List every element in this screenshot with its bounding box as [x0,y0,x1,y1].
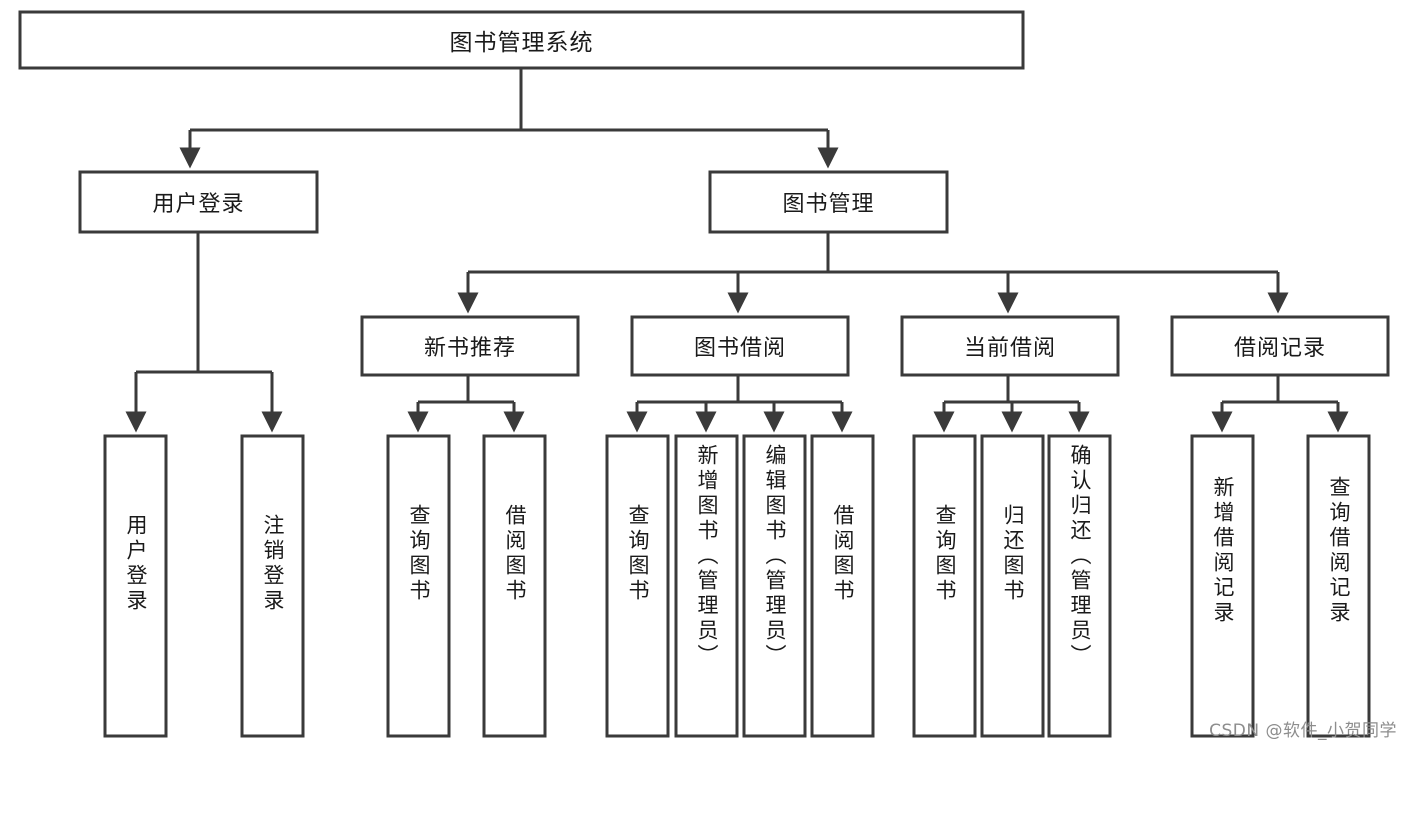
node-box-root[interactable] [18,10,1025,70]
leaf-box-query-book-rec[interactable] [386,434,451,738]
watermark-text: CSDN @软件_小贺同学 [1209,721,1397,741]
leaf-box-borrow-book[interactable] [810,434,875,738]
leaf-box-confirm-return-admin[interactable] [1047,434,1112,738]
leaf-box-query-book-current[interactable] [912,434,977,738]
leaf-box-logout[interactable] [240,434,305,738]
node-box-book-borrow[interactable] [630,315,850,377]
node-box-borrow-record[interactable] [1170,315,1390,377]
leaf-box-add-book-admin[interactable] [674,434,739,738]
leaf-box-borrow-book-rec[interactable] [482,434,547,738]
leaf-box-user-login[interactable] [103,434,168,738]
node-box-current-borrow[interactable] [900,315,1120,377]
node-box-user-login[interactable] [78,170,319,234]
leaf-box-edit-book-admin[interactable] [742,434,807,738]
leaf-box-query-book-borrow[interactable] [605,434,670,738]
leaf-box-add-borrow-record[interactable] [1190,434,1255,738]
diagram-canvas: 图书管理系统 用户登录 图书管理 新书推荐 图书借阅 当前借阅 借阅记录 用户登… [18,10,1397,741]
leaf-box-query-borrow-record[interactable] [1306,434,1371,738]
leaf-box-return-book[interactable] [980,434,1045,738]
node-box-new-book-recommend[interactable] [360,315,580,377]
diagram-svg [18,10,1390,738]
node-box-book-management[interactable] [708,170,949,234]
